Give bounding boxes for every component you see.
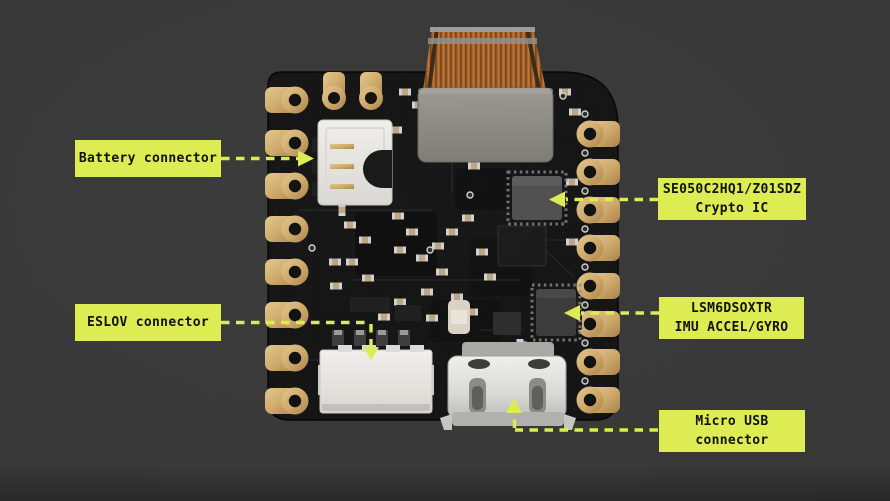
imu-arrow (564, 305, 580, 321)
eslov-connector-label-text: ESLOV connector (87, 315, 209, 330)
battery-connector-component (312, 119, 393, 206)
crypto-ic-label: SE050C2HQ1/Z01SDZ Crypto IC (658, 178, 806, 220)
imu-label-line2: IMU ACCEL/GYRO (674, 320, 789, 335)
crypto-ic-label-line1: SE050C2HQ1/Z01SDZ (662, 182, 802, 197)
micro-usb-label: Micro USB connector (659, 410, 805, 452)
eslov-arrow (363, 347, 379, 360)
battery-connector-label: Battery connector (75, 140, 221, 177)
imu-label-line1: LSM6DSOXTR (690, 301, 773, 316)
eslov-connector-component (318, 330, 434, 414)
micro-usb-label-line2: connector (695, 433, 769, 448)
eslov-connector-label: ESLOV connector (75, 304, 221, 341)
imu-label: LSM6DSOXTR IMU ACCEL/GYRO (659, 297, 804, 339)
callout-arrows (298, 150, 580, 413)
crypto-arrow (549, 191, 565, 208)
eslov-callout-line (221, 320, 373, 347)
shield-module (417, 87, 554, 163)
callout-lines (221, 156, 659, 432)
flex-cable (423, 27, 546, 91)
battery-arrow (298, 150, 314, 167)
crypto-ic-label-line2: Crypto IC (695, 201, 769, 216)
battery-connector-label-text: Battery connector (78, 151, 218, 166)
usb-callout-line (512, 413, 658, 432)
qfn-chip (497, 225, 547, 267)
micro-usb-component (440, 342, 576, 430)
micro-usb-label-line1: Micro USB (695, 414, 769, 429)
usb-arrow (506, 398, 522, 413)
imu-chip (493, 283, 582, 342)
